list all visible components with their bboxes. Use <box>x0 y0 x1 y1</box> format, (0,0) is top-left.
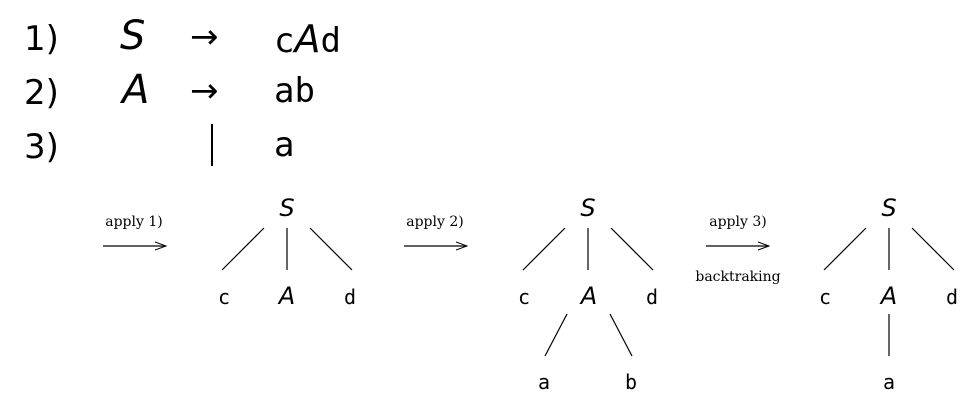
tree-1-child-d: d <box>344 285 356 309</box>
step-3-sublabel: backtraking <box>695 269 780 285</box>
tree-3-child-c: c <box>819 285 831 309</box>
tree-2-edge-s-d <box>610 227 654 271</box>
tree-2-child-c: c <box>518 285 530 309</box>
rule-2-lhs: A <box>122 67 150 113</box>
tree-2-root: S <box>580 194 595 222</box>
tree-1: S c A d <box>218 194 356 310</box>
tree-2-edge-a-a <box>544 313 568 357</box>
tree-1-edge-s-c <box>221 227 265 271</box>
tree-2-child-d: d <box>646 285 658 309</box>
step-3-arrow: apply 3) backtraking <box>695 214 780 285</box>
rule-1-rhs: cAd <box>274 20 341 58</box>
tree-3-child-d: d <box>946 285 958 309</box>
tree-2-edge-s-c <box>522 227 566 271</box>
rule-1-lhs: S <box>120 13 146 59</box>
tree-1-edge-s-d <box>309 227 353 271</box>
step-1-label: apply 1) <box>105 214 162 230</box>
tree-2-child-a: A <box>579 282 597 310</box>
tree-3-edge-s-d <box>911 227 955 271</box>
rule-3-rhs: a <box>274 125 295 165</box>
rule-2-arrow: → <box>190 71 219 111</box>
tree-2-grandchild-a: a <box>538 370 550 394</box>
rule-3-alternative-bar <box>211 124 213 166</box>
step-2-arrow: apply 2) <box>404 214 467 246</box>
tree-1-child-c: c <box>218 285 230 309</box>
step-2-label: apply 2) <box>406 214 463 230</box>
tree-1-child-a: A <box>277 282 295 310</box>
tree-3: S c A d a <box>819 194 958 394</box>
tree-2-grandchild-b: b <box>625 370 637 394</box>
tree-2-edge-a-b <box>609 313 633 357</box>
tree-3-edge-s-c <box>823 227 867 271</box>
step-3-label: apply 3) <box>709 214 766 230</box>
tree-2: S c A d a b <box>518 194 658 394</box>
rule-2-number: 2) <box>24 73 59 113</box>
rule-1-rhs-terminal-post: d <box>320 21 341 61</box>
tree-1-root: S <box>279 194 294 222</box>
rule-1-rhs-nonterminal: A <box>294 17 321 61</box>
rule-1-number: 1) <box>24 19 59 59</box>
rule-3-number: 3) <box>24 127 59 167</box>
tree-3-child-a: A <box>879 282 897 310</box>
rule-1-arrow: → <box>190 17 219 57</box>
tree-3-grandchild-a: a <box>883 370 895 394</box>
rule-2-rhs: ab <box>274 71 315 111</box>
rule-1-rhs-terminal-pre: c <box>274 21 295 61</box>
step-1-arrow: apply 1) <box>103 214 166 246</box>
tree-3-root: S <box>881 194 896 222</box>
